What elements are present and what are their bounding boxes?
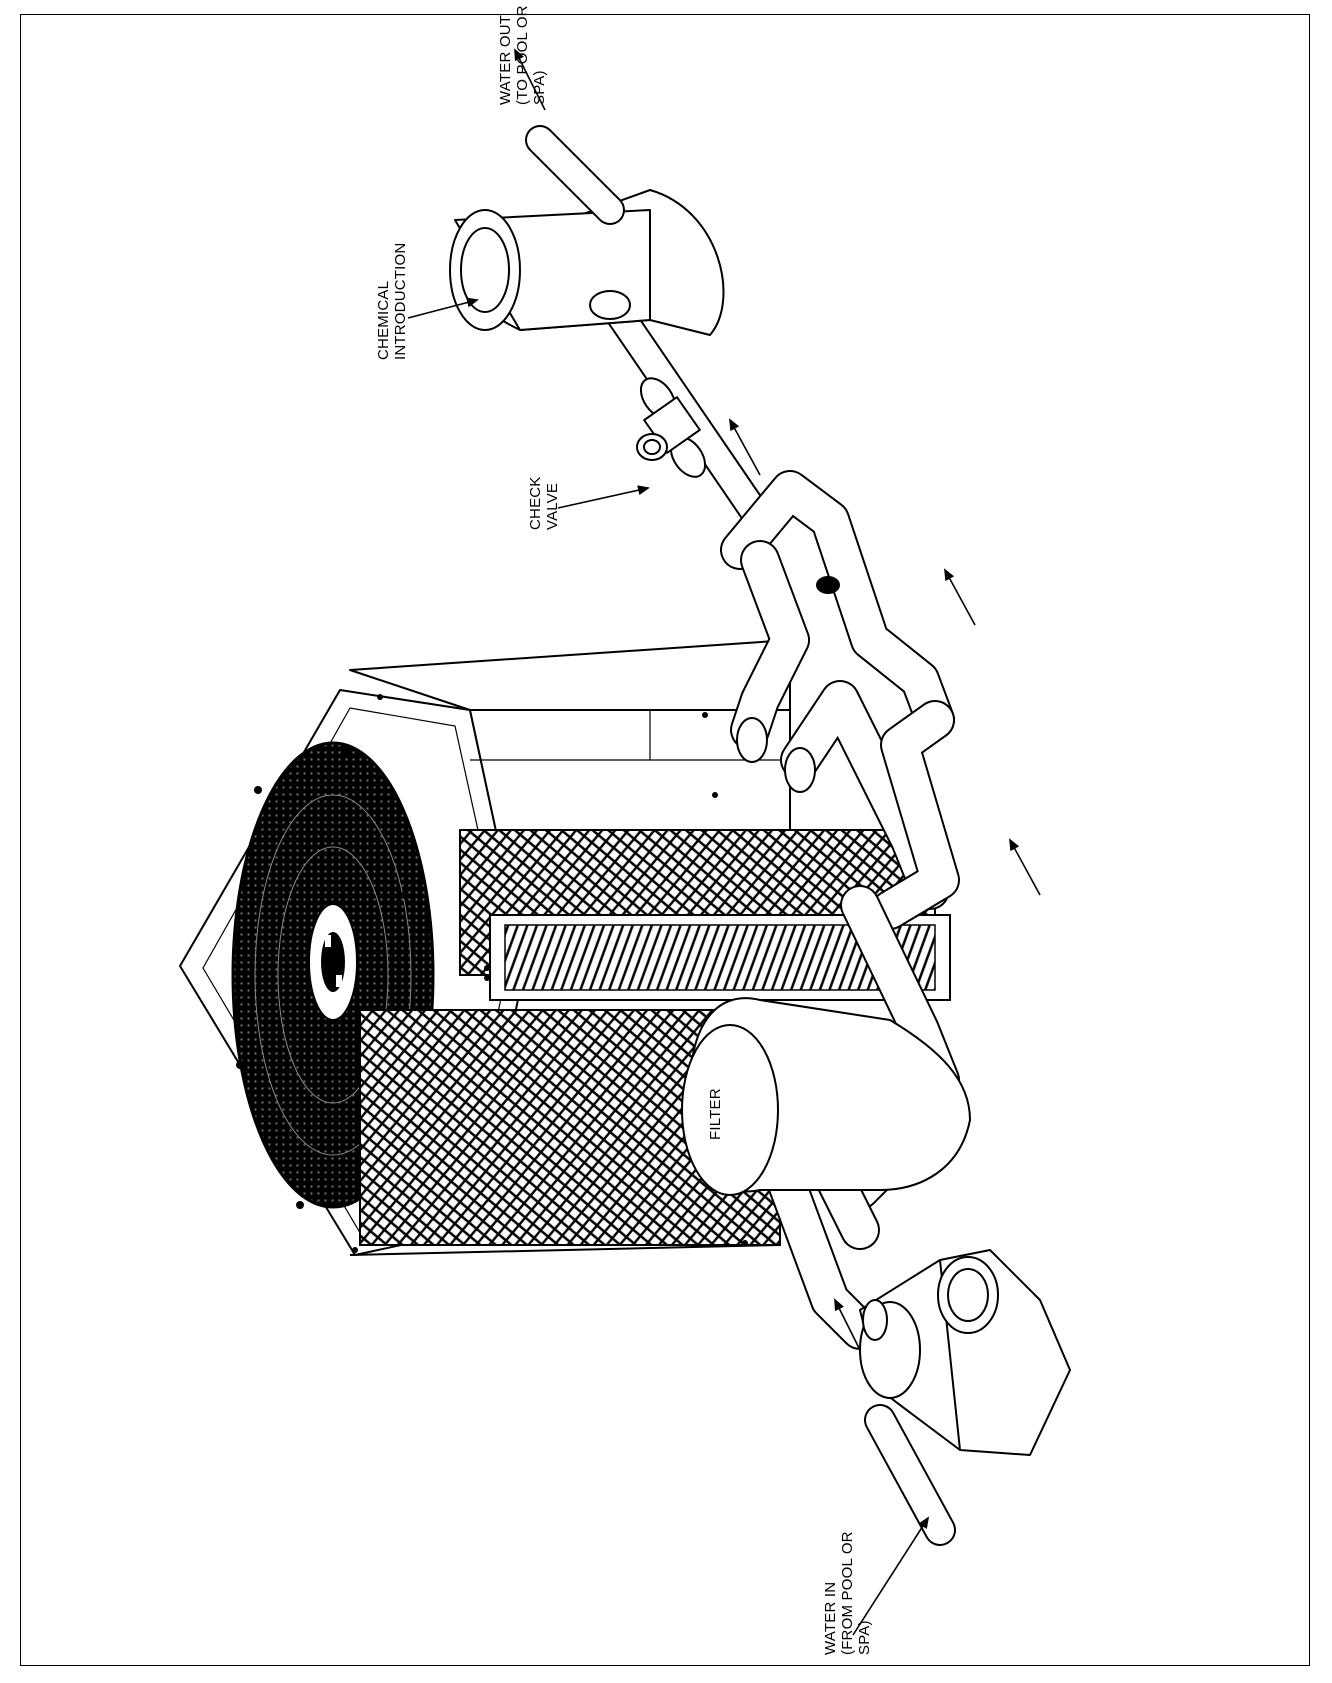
- water-out-line-3: SPA): [531, 70, 548, 105]
- flow-arrow-manifold-upper: [944, 568, 976, 626]
- check-valve-line-1: CHECK: [527, 476, 544, 530]
- flow-arrow-outlet: [514, 48, 546, 111]
- flow-arrow-manifold-lower: [1009, 838, 1041, 896]
- chemical-line-2: INTRODUCTION: [392, 243, 409, 360]
- chemical-line-1: CHEMICAL: [375, 281, 392, 360]
- label-check-valve: CHECK VALVE: [527, 476, 561, 530]
- flow-arrow-inlet: [834, 1298, 861, 1351]
- filter-label: FILTER: [707, 1088, 724, 1140]
- pump: [859, 1249, 1071, 1456]
- flow-arrows: [514, 48, 1041, 1351]
- heat-pump-unit: [179, 639, 951, 1256]
- chemical-feeder: [449, 125, 725, 336]
- leader-check-valve: [557, 485, 650, 509]
- water-in-line-1: WATER IN: [822, 1582, 839, 1655]
- label-water-in: WATER IN (FROM POOL OR SPA): [822, 1531, 873, 1655]
- label-chemical-introduction: CHEMICAL INTRODUCTION: [375, 243, 409, 360]
- leader-water-in: [852, 1516, 930, 1636]
- flow-arrow-checkvalve: [729, 418, 761, 476]
- unit-side-panel-upper: [349, 639, 791, 711]
- filter: FILTER: [681, 997, 971, 1196]
- filter-lid: [681, 1024, 779, 1196]
- water-in-line-2: (FROM POOL OR: [839, 1531, 856, 1655]
- leader-lines: [407, 297, 930, 1636]
- water-in-line-3: SPA): [856, 1620, 873, 1655]
- check-valve: [636, 377, 707, 478]
- check-valve-line-2: VALVE: [544, 483, 561, 530]
- leader-chemical: [407, 297, 479, 319]
- label-water-out: WATER OUT (TO POOL OR SPA): [497, 5, 548, 105]
- water-out-line-1: WATER OUT: [497, 15, 514, 105]
- water-out-line-2: (TO POOL OR: [514, 5, 531, 105]
